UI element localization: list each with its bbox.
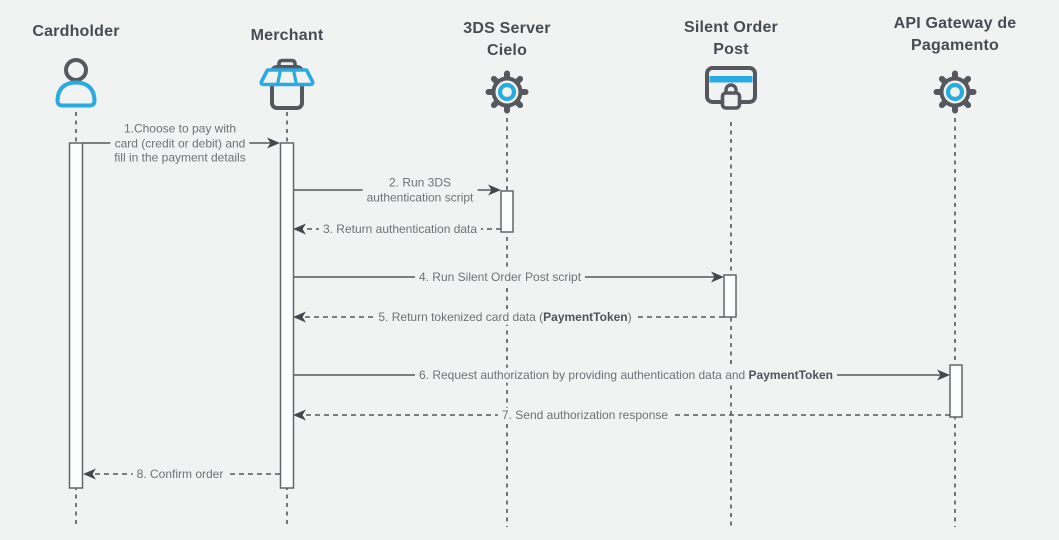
message-label-4: 4. Run Silent Order Post script — [414, 269, 586, 285]
message-label-2: 2. Run 3DS authentication script — [362, 175, 478, 205]
activation-bars — [68, 142, 963, 489]
card-lock-icon — [705, 66, 757, 110]
activation-threeds-server — [500, 190, 514, 233]
message-label-3: 3. Return authentication data — [318, 221, 482, 237]
arrowhead-5 — [293, 311, 306, 323]
activation-cardholder — [68, 142, 84, 489]
message-6-text: 6. Request authorization by providing au… — [418, 367, 749, 382]
message-5-token: PaymentToken — [543, 309, 628, 324]
storefront-icon — [259, 58, 315, 110]
arrowhead-7 — [293, 409, 306, 421]
message-2-line-1: 2. Run 3DS — [388, 175, 452, 190]
gear-icon — [933, 70, 977, 114]
arrowhead-1 — [267, 137, 280, 149]
message-7-text: 7. Send authorization response — [501, 407, 669, 422]
activation-api-gateway — [949, 364, 963, 418]
message-2-line-2: authentication script — [366, 190, 474, 204]
gear-icon — [485, 70, 529, 114]
person-icon — [55, 58, 97, 108]
message-8-text: 8. Confirm order — [136, 466, 224, 481]
arrowhead-8 — [83, 468, 96, 480]
message-4-text: 4. Run Silent Order Post script — [418, 269, 582, 284]
message-label-1: 1.Choose to pay with card (credit or deb… — [110, 121, 250, 165]
message-label-8: 8. Confirm order — [132, 466, 228, 482]
activation-merchant — [279, 142, 295, 489]
arrowhead-3 — [293, 223, 306, 235]
arrowhead-4 — [711, 271, 724, 283]
message-arrowheads — [83, 137, 950, 480]
message-1-line-2: card (credit or debit) and — [114, 135, 246, 150]
arrowhead-2 — [488, 184, 501, 196]
actor-label-merchant: Merchant — [250, 27, 324, 44]
message-label-5: 5. Return tokenized card data (PaymentTo… — [374, 309, 636, 325]
actor-label-threeds-server: 3DS Server Cielo — [463, 20, 551, 59]
message-5-text-end: ) — [627, 309, 632, 324]
message-6-token: PaymentToken — [748, 367, 834, 382]
activation-silent-order-post — [723, 274, 737, 318]
actor-label-cardholder: Cardholder — [32, 23, 120, 40]
message-label-7: 7. Send authorization response — [497, 407, 673, 423]
message-5-text: 5. Return tokenized card data ( — [378, 309, 544, 324]
arrowhead-6 — [937, 369, 950, 381]
message-1-line-3: fill in the payment details — [114, 150, 246, 165]
message-lines — [83, 142, 950, 475]
message-3-text: 3. Return authentication data — [322, 221, 478, 236]
message-label-6: 6. Request authorization by providing au… — [414, 367, 838, 383]
actor-label-silent-order-post: Silent Order Post — [684, 19, 778, 58]
actor-label-api-gateway: API Gateway de Pagamento — [893, 15, 1017, 54]
message-1-line-1: 1.Choose to pay with — [123, 121, 237, 136]
